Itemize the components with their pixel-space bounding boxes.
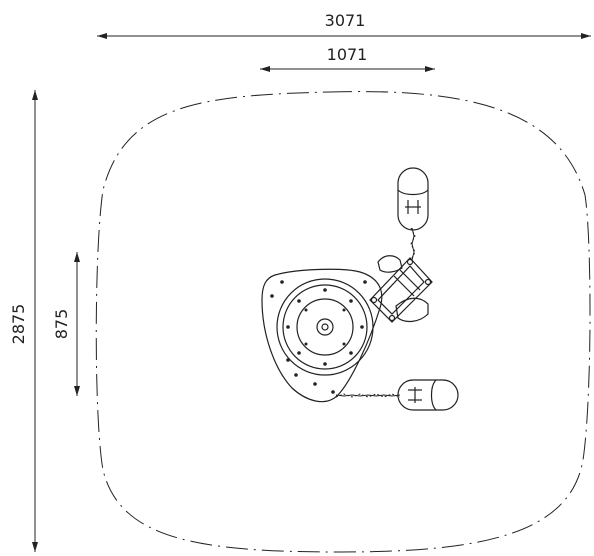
- dimension-label-overall-width: 3071: [325, 11, 366, 30]
- platform-disc-inner: [296, 298, 354, 356]
- safety-zone-boundary: [95, 91, 591, 553]
- dimension-overall-height: 2875: [9, 90, 38, 552]
- seat-upper: [397, 167, 429, 231]
- seat-cushion: [395, 297, 429, 323]
- spinner-platform: [261, 268, 383, 403]
- seat-backrest: [377, 255, 403, 273]
- dimension-label-overall-height: 2875: [9, 304, 28, 345]
- dimension-label-inner-width: 1071: [327, 45, 368, 64]
- dimension-overall-width: 3071: [97, 11, 591, 39]
- dimension-inner-height: 875: [52, 252, 80, 396]
- platform-bolts: [270, 280, 367, 394]
- platform-disc-ring: [282, 284, 368, 370]
- seat-frame-outer: [369, 257, 433, 323]
- seat-lower: [397, 379, 459, 411]
- platform-base-plate: [261, 268, 383, 403]
- seat-frame-inner: [377, 265, 425, 315]
- platform-hub: [316, 318, 334, 336]
- chain-lower: [335, 393, 401, 398]
- platform-disc-outer: [276, 278, 374, 376]
- chain-upper: [410, 227, 416, 261]
- dimension-inner-width: 1071: [260, 45, 435, 72]
- platform-hub-center: [321, 323, 329, 331]
- dimension-label-inner-height: 875: [52, 309, 71, 340]
- seat-frame-assembly: [369, 255, 433, 323]
